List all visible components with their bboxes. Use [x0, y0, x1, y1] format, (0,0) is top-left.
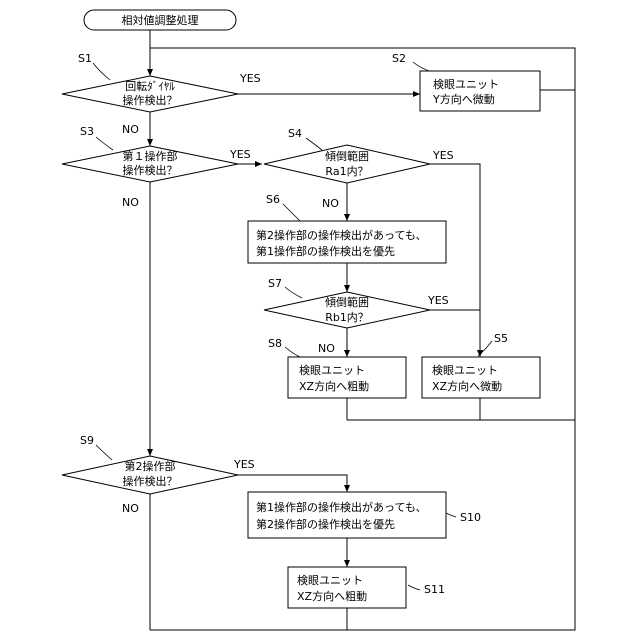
- decision-s4: 傾倒範囲 Ra1内？: [264, 145, 430, 183]
- label-s7-no: NO: [318, 342, 335, 355]
- decision-s9-line2: 操作検出？: [123, 474, 178, 488]
- process-s2-line2: Y方向へ微動: [432, 92, 495, 106]
- process-s6-line1: 第2操作部の操作検出があっても、: [256, 228, 427, 242]
- edge-s9-yes: [238, 475, 347, 492]
- process-s11-line1: 検眼ユニット: [297, 573, 363, 587]
- leader-s3: [96, 137, 113, 150]
- process-s6-line2: 第1操作部の操作検出を優先: [256, 244, 395, 258]
- edge-return-loop: [150, 48, 575, 630]
- decision-s3-line1: 第１操作部: [123, 149, 178, 163]
- process-s11-line2: XZ方向へ粗動: [297, 589, 367, 603]
- step-id-s9: S9: [80, 434, 94, 447]
- connectors: [150, 30, 575, 630]
- label-s9-yes: YES: [233, 458, 255, 471]
- decision-s7: 傾倒範囲 Rb1内？: [264, 292, 430, 328]
- start-title: 相対値調整処理: [122, 13, 199, 27]
- step-id-s8: S8: [268, 337, 282, 350]
- label-s3-no: NO: [122, 196, 139, 209]
- decision-s9: 第2操作部 操作検出？: [62, 456, 238, 494]
- decision-s3: 第１操作部 操作検出？: [62, 146, 238, 182]
- process-s5-line2: XZ方向へ微動: [432, 379, 502, 393]
- leader-s9: [96, 445, 112, 460]
- decision-s3-line2: 操作検出？: [123, 163, 178, 177]
- process-s11: 検眼ユニット XZ方向へ粗動: [288, 567, 406, 608]
- step-id-s1: S1: [78, 52, 92, 65]
- process-s5: 検眼ユニット XZ方向へ微動: [422, 357, 540, 398]
- label-s3-yes: YES: [229, 148, 251, 161]
- step-id-s10: S10: [460, 511, 481, 524]
- process-s2-line1: 検眼ユニット: [433, 77, 499, 91]
- decision-s1: 回転ﾀﾞｲﾔﾙ 操作検出？: [62, 76, 238, 112]
- step-id-s3: S3: [80, 125, 94, 138]
- leader-s8: [285, 347, 300, 357]
- leader-s6: [283, 204, 300, 221]
- decision-s7-line1: 傾倒範囲: [325, 295, 369, 309]
- decision-s7-line2: Rb1内？: [325, 310, 369, 324]
- process-s10-line2: 第2操作部の操作検出を優先: [256, 517, 395, 531]
- process-s5-line1: 検眼ユニット: [432, 363, 498, 377]
- process-s8-line1: 検眼ユニット: [299, 363, 365, 377]
- leader-s1: [93, 63, 110, 80]
- label-s1-yes: YES: [239, 72, 261, 85]
- decision-s4-line2: Ra1内？: [325, 164, 368, 178]
- step-id-s2: S2: [392, 52, 406, 65]
- label-s4-yes: YES: [432, 149, 454, 162]
- decision-s1-line2: 操作検出？: [123, 93, 178, 107]
- process-s2: 検眼ユニット Y方向へ微動: [420, 71, 540, 111]
- leader-s11: [408, 585, 420, 590]
- start-node: 相対値調整処理: [84, 10, 236, 30]
- process-s10-shape: [248, 492, 446, 538]
- step-id-s11: S11: [424, 583, 445, 596]
- label-s4-no: NO: [322, 197, 339, 210]
- process-s6: 第2操作部の操作検出があっても、 第1操作部の操作検出を優先: [248, 221, 446, 263]
- label-s9-no: NO: [122, 502, 139, 515]
- step-id-s6: S6: [266, 193, 280, 206]
- leader-s7: [285, 287, 302, 298]
- step-id-s4: S4: [288, 127, 302, 140]
- process-s10: 第1操作部の操作検出があっても、 第2操作部の操作検出を優先: [248, 492, 446, 538]
- process-s8-line2: XZ方向へ粗動: [299, 379, 369, 393]
- label-s1-no: NO: [122, 123, 139, 136]
- decision-s9-line1: 第2操作部: [125, 459, 176, 473]
- leader-s10: [446, 513, 456, 517]
- label-s7-yes: YES: [427, 294, 449, 307]
- process-s10-line1: 第1操作部の操作検出があっても、: [256, 500, 427, 514]
- decision-s4-line1: 傾倒範囲: [325, 149, 369, 163]
- step-id-s5: S5: [494, 332, 508, 345]
- leader-s4: [306, 138, 322, 150]
- process-s8: 検眼ユニット XZ方向へ粗動: [288, 357, 406, 398]
- decision-s1-line1: 回転ﾀﾞｲﾔﾙ: [125, 80, 175, 93]
- step-id-s7: S7: [268, 277, 282, 290]
